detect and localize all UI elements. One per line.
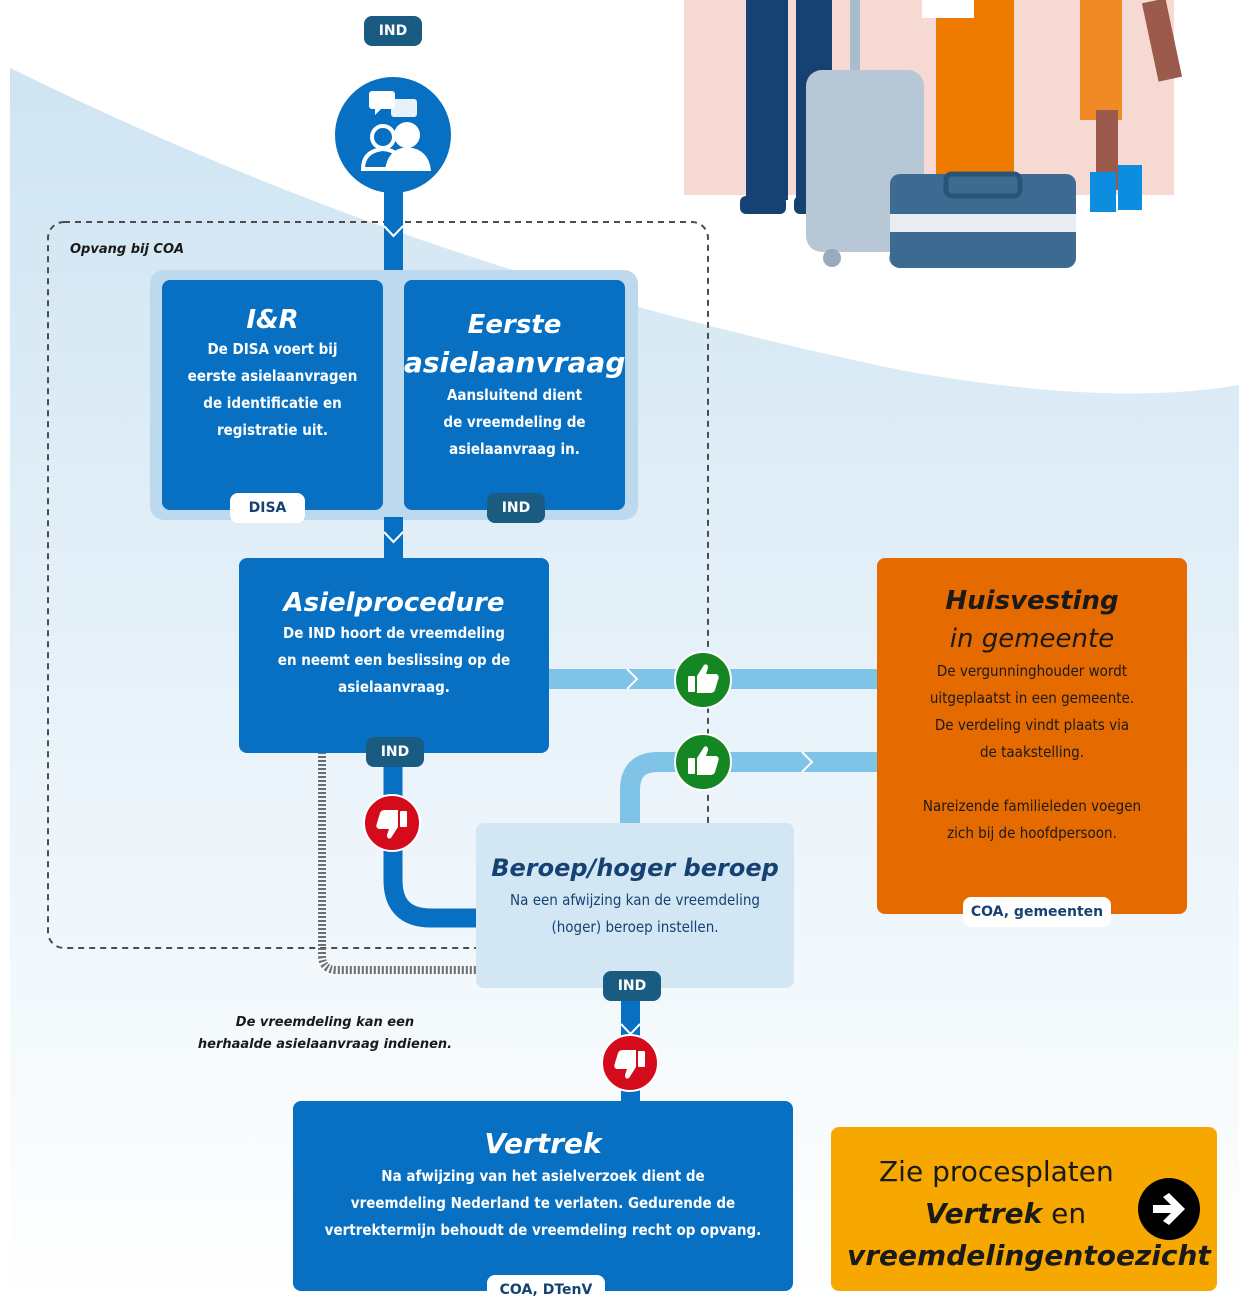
- note-line: De vreemdeling kan een: [235, 1015, 415, 1030]
- note-herhaalde-asielaanvraag: De vreemdeling kan een herhaalde asielaa…: [190, 1012, 460, 1056]
- box-line: vreemdeling Nederland te verlaten. Gedur…: [350, 1194, 736, 1212]
- box-line: De verdeling vindt plaats via: [934, 716, 1130, 734]
- box-line: De DISA voert bij: [207, 340, 338, 358]
- link-line-1: Zie procesplaten: [879, 1155, 1114, 1188]
- tag-beroep-ind: IND: [603, 971, 661, 1001]
- box-beroep: Beroep/hoger beroep Na een afwijzing kan…: [476, 823, 794, 988]
- box-line: Na een afwijzing kan de vreemdeling: [510, 891, 760, 909]
- box-line: Nareizende familieleden voegen: [922, 797, 1142, 815]
- box-line: en neemt een beslissing op de: [277, 651, 511, 669]
- box-line: asielaanvraag.: [338, 678, 450, 696]
- tag-ir-disa: DISA: [230, 493, 305, 523]
- tag-top-ind: IND: [364, 16, 422, 46]
- box-title: I&R: [246, 305, 299, 335]
- box-line: [877, 766, 1187, 793]
- box-line: Aansluitend dient: [446, 386, 583, 404]
- link-bold-vreemdelingentoezicht: vreemdelingentoezicht: [847, 1239, 1211, 1272]
- box-line: De vergunninghouder wordt: [936, 662, 1128, 680]
- box-line: zich bij de hoofdpersoon.: [947, 824, 1117, 842]
- group-label-opvang: Opvang bij COA: [70, 242, 185, 257]
- box-line: registratie uit.: [216, 421, 329, 439]
- box-title-line: in gemeente: [949, 624, 1115, 654]
- box-title: Asielprocedure: [283, 588, 505, 618]
- box-line: (hoger) beroep instellen.: [551, 918, 719, 936]
- box-title: Vertrek: [484, 1127, 602, 1160]
- box-title: Beroep/hoger beroep: [491, 854, 779, 882]
- travellers-illustration: [684, 0, 1183, 268]
- thumbs-down-icon: [363, 794, 421, 852]
- link-line-2: Vertrek en: [847, 1193, 1217, 1235]
- box-asielprocedure: Asielprocedure De IND hoort de vreemdeli…: [239, 558, 549, 753]
- box-identificatie-registratie: I&R De DISA voert bij eerste asielaanvra…: [162, 280, 383, 510]
- box-title-line: Eerste: [467, 310, 562, 340]
- box-line: de taakstelling.: [979, 743, 1085, 761]
- box-line: vertrektermijn behoudt de vreemdeling re…: [324, 1221, 762, 1239]
- arrow-right-icon[interactable]: [1137, 1177, 1201, 1241]
- box-line: de vreemdeling de: [443, 413, 586, 431]
- box-eerste-asielaanvraag: Eerste asielaanvraag Aansluitend dient d…: [404, 280, 625, 510]
- box-line: uitgeplaatst in een gemeente.: [929, 689, 1135, 707]
- note-line: herhaalde asielaanvraag indienen.: [197, 1037, 453, 1052]
- thumbs-up-icon: [674, 733, 732, 791]
- box-line: eerste asielaanvragen: [187, 367, 358, 385]
- box-vertrek: Vertrek Na afwijzing van het asielverzoe…: [293, 1101, 793, 1291]
- tag-huisvesting: COA, gemeenten: [963, 897, 1111, 927]
- link-procesplaten-button[interactable]: Zie procesplaten Vertrek en vreemdelinge…: [831, 1127, 1217, 1291]
- box-line: De IND hoort de vreemdeling: [283, 624, 505, 642]
- thumbs-down-icon: [601, 1034, 659, 1092]
- box-huisvesting: Huisvesting in gemeente De vergunninghou…: [877, 558, 1187, 914]
- link-bold-vertrek: Vertrek: [925, 1197, 1043, 1230]
- tag-eerste-ind: IND: [487, 493, 545, 523]
- box-line: Na afwijzing van het asielverzoek dient …: [381, 1167, 705, 1185]
- link-rest: en: [1042, 1197, 1087, 1230]
- box-line: asielaanvraag in.: [449, 440, 580, 458]
- box-line: de identificatie en: [203, 394, 342, 412]
- conversation-people-icon: [335, 77, 451, 193]
- box-title-line: asielaanvraag: [404, 346, 626, 379]
- tag-vertrek: COA, DTenV: [487, 1275, 605, 1305]
- box-title-line: Huisvesting: [945, 586, 1119, 616]
- thumbs-up-icon: [674, 651, 732, 709]
- tag-asiel-ind: IND: [366, 737, 424, 767]
